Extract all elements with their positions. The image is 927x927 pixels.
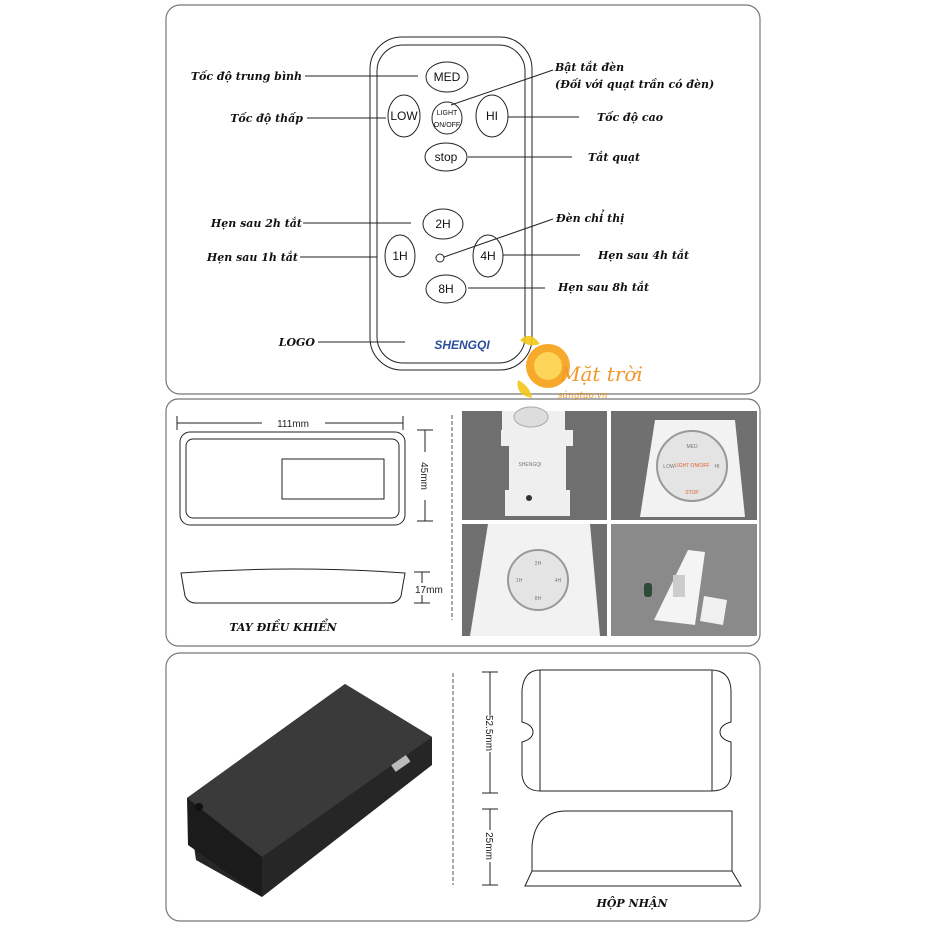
photo-remote-back-battery <box>611 524 757 636</box>
svg-text:ON/OFF: ON/OFF <box>434 122 460 129</box>
receiver-height-label: 25mm <box>483 832 494 860</box>
label-timer-1h: Hẹn sau 1h tắt <box>206 250 298 264</box>
svg-text:LOW: LOW <box>663 464 675 470</box>
remote-photos: SHENGQI MED LOW LIGHT ON/OFF HI STOP 2H … <box>462 406 757 636</box>
callout-labels: Tốc độ trung bình Tốc độ thấp Bật tắt đè… <box>191 60 714 349</box>
svg-text:2H: 2H <box>435 217 450 231</box>
watermark-logo: Mặt trời sángtạo.vn <box>517 335 643 401</box>
hi-button: HI <box>475 94 509 138</box>
svg-text:1H: 1H <box>392 249 407 263</box>
svg-text:2H: 2H <box>535 561 542 567</box>
indicator-led-icon <box>435 253 445 263</box>
stop-button: stop <box>424 142 468 172</box>
remote-outline <box>369 36 533 371</box>
svg-text:STOP: STOP <box>685 490 699 496</box>
svg-text:LIGHT ON/OFF: LIGHT ON/OFF <box>675 463 710 469</box>
svg-text:1H: 1H <box>516 578 523 584</box>
svg-text:Mặt trời: Mặt trời <box>559 362 643 386</box>
timer-1h-button: 1H <box>384 234 416 278</box>
label-low-speed: Tốc độ thấp <box>230 112 303 125</box>
svg-text:MED: MED <box>686 444 698 450</box>
svg-text:LOW: LOW <box>390 109 418 123</box>
photo-remote-holder: SHENGQI <box>462 406 607 520</box>
receiver-top-view: 52.5mm <box>482 669 732 794</box>
receiver-side-view: 25mm <box>482 808 742 887</box>
photo-remote-top-buttons: MED LOW LIGHT ON/OFF HI STOP <box>611 411 757 520</box>
receiver-caption: HỘP NHẬN <box>595 895 668 910</box>
remote-height-label: 45mm <box>418 462 429 490</box>
light-button: LIGHT ON/OFF <box>431 101 463 135</box>
label-light: Bật tắt đèn <box>554 60 624 74</box>
low-button: LOW <box>387 94 421 138</box>
svg-text:stop: stop <box>435 150 458 164</box>
timer-8h-button: 8H <box>425 274 467 304</box>
label-high-speed: Tốc độ cao <box>597 111 663 124</box>
callout-lines <box>300 69 580 343</box>
receiver-width-label: 52.5mm <box>483 715 494 751</box>
photo-remote-timer-buttons: 2H 1H 4H 8H <box>462 524 607 636</box>
svg-text:MED: MED <box>434 70 461 84</box>
svg-text:8H: 8H <box>535 596 542 602</box>
receiver-photo <box>187 684 432 897</box>
svg-text:LIGHT: LIGHT <box>437 110 458 117</box>
svg-text:4H: 4H <box>555 578 562 584</box>
remote-layout-panel <box>165 4 761 395</box>
svg-text:sángtạo.vn: sángtạo.vn <box>558 390 608 401</box>
label-timer-2h: Hẹn sau 2h tắt <box>210 216 302 230</box>
timer-2h-button: 2H <box>422 208 464 240</box>
remote-top-view: 111mm 45mm <box>176 416 433 526</box>
label-timer-4h: Hẹn sau 4h tắt <box>597 248 689 262</box>
label-indicator: Đèn chỉ thị <box>555 209 624 225</box>
svg-text:HI: HI <box>715 464 720 470</box>
label-timer-8h: Hẹn sau 8h tắt <box>557 280 649 294</box>
svg-text:8H: 8H <box>438 282 453 296</box>
label-logo: LOGO <box>278 336 316 349</box>
label-medium-speed: Tốc độ trung bình <box>191 70 302 83</box>
label-light-note: (Đối với quạt trần có đèn) <box>555 77 714 91</box>
remote-width-label: 111mm <box>277 419 309 430</box>
med-button: MED <box>425 61 469 93</box>
svg-text:HI: HI <box>486 109 498 123</box>
timer-4h-button: 4H <box>472 234 504 278</box>
svg-text:4H: 4H <box>480 249 495 263</box>
remote-buttons: MED LOW LIGHT ON/OFF HI stop 2H 1H 4H 8H… <box>384 61 509 352</box>
remote-depth-label: 17mm <box>415 585 443 596</box>
label-stop: Tắt quạt <box>588 150 640 164</box>
remote-side-view: 17mm <box>180 568 445 604</box>
svg-text:SHENGQI: SHENGQI <box>518 462 541 468</box>
remote-caption: TAY ĐIỀU KHIỂN <box>229 618 337 634</box>
brand-logo: SHENGQI <box>434 338 490 352</box>
